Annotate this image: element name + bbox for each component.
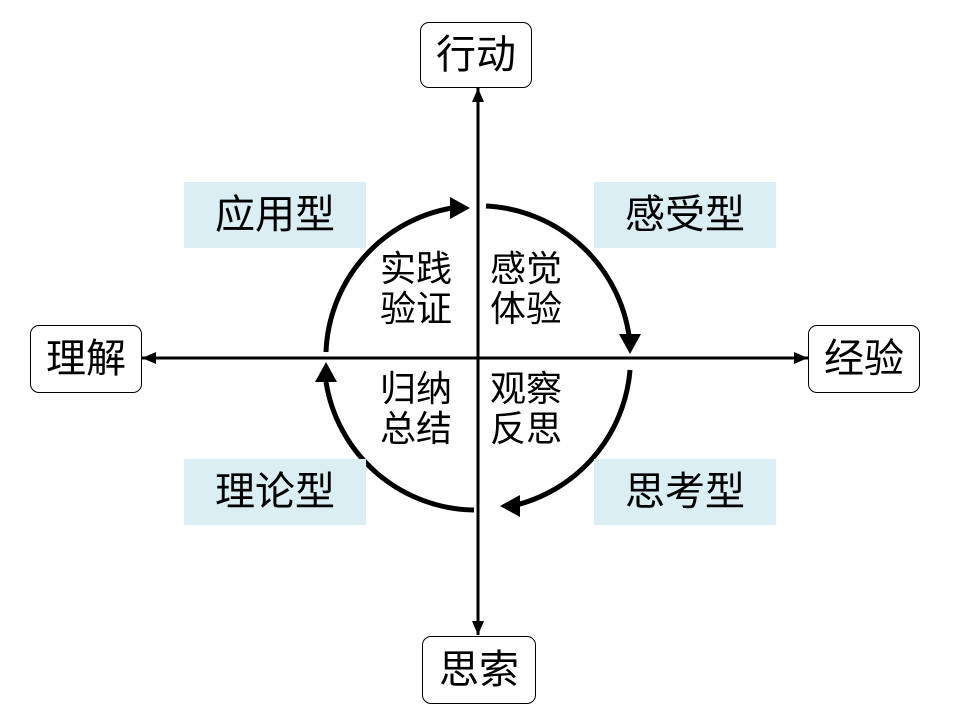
learning-type-bottom-right: 思考型 bbox=[594, 459, 776, 525]
cycle-phase-top-right-line-2: 体验 bbox=[490, 289, 563, 331]
arrowhead-right bbox=[794, 352, 808, 364]
axis-label-right: 经验 bbox=[808, 325, 920, 393]
learning-type-bottom-left: 理论型 bbox=[184, 459, 366, 525]
axis-label-bottom: 思索 bbox=[422, 636, 536, 704]
arrowhead-left bbox=[142, 352, 156, 364]
arrowhead-up bbox=[472, 88, 484, 102]
cycle-phase-bottom-right: 观察 反思 bbox=[490, 369, 563, 451]
cycle-phase-bottom-right-line-1: 观察 bbox=[490, 369, 563, 410]
cycle-phase-bottom-left-line-1: 归纳 bbox=[380, 369, 453, 410]
learning-type-top-left: 应用型 bbox=[184, 182, 366, 248]
cycle-arc-bottom-right bbox=[511, 369, 633, 509]
cycle-arc-bottom-left bbox=[323, 381, 475, 513]
cycle-phase-top-left-line-1: 实践 bbox=[380, 249, 453, 290]
axis-label-top: 行动 bbox=[420, 22, 532, 88]
axis-label-left: 理解 bbox=[30, 325, 142, 393]
cycle-arrowhead-bottom-right bbox=[500, 495, 520, 517]
cycle-phase-bottom-right-line-2: 反思 bbox=[490, 409, 563, 451]
learning-type-top-right: 感受型 bbox=[594, 182, 776, 248]
cycle-arrowhead-top-left bbox=[450, 197, 470, 219]
cycle-arc-top-left bbox=[323, 205, 453, 353]
cycle-phase-bottom-left: 归纳 总结 bbox=[380, 369, 453, 451]
cycle-phase-top-left: 实践 验证 bbox=[380, 249, 453, 331]
cycle-arrowhead-top-right bbox=[619, 334, 641, 354]
cycle-arrowhead-bottom-left bbox=[315, 362, 337, 382]
cycle-phase-top-right-line-1: 感觉 bbox=[490, 249, 563, 290]
cycle-arc-top-right bbox=[485, 203, 633, 345]
arrowhead-down bbox=[472, 621, 484, 635]
cycle-phase-top-right: 感觉 体验 bbox=[490, 249, 563, 331]
cycle-phase-top-left-line-2: 验证 bbox=[380, 289, 453, 331]
cycle-phase-bottom-left-line-2: 总结 bbox=[380, 409, 453, 451]
